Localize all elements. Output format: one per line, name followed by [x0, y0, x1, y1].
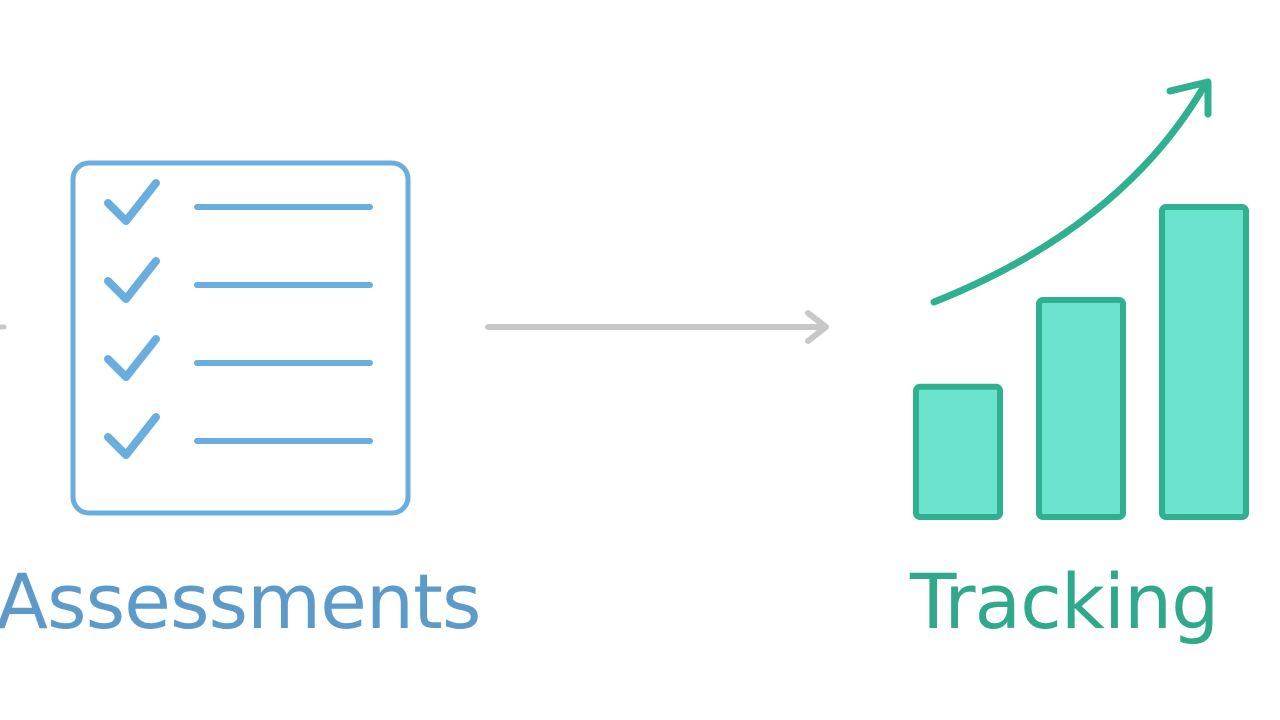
arrow-right-icon [485, 310, 829, 344]
checklist-frame [70, 160, 411, 516]
checklist-row [104, 413, 373, 459]
trend-up-arrow-icon [930, 78, 1212, 306]
checkmark-icon [104, 179, 160, 225]
checkmark-icon [104, 257, 160, 303]
chart-bar [913, 383, 1003, 520]
assessments-label: Assessments [0, 557, 481, 646]
bar-chart-trend-icon [913, 78, 1249, 520]
checklist-row [104, 179, 373, 225]
checkmark-icon [104, 413, 160, 459]
checkmark-icon [104, 335, 160, 381]
chart-bar [1036, 297, 1126, 520]
checklist-icon [70, 160, 411, 516]
tracking-bars [913, 204, 1249, 520]
chart-bar [1159, 204, 1249, 520]
tracking-label: Tracking [910, 557, 1219, 646]
checklist-row [104, 335, 373, 381]
checklist-items [104, 179, 373, 459]
checklist-row [104, 257, 373, 303]
